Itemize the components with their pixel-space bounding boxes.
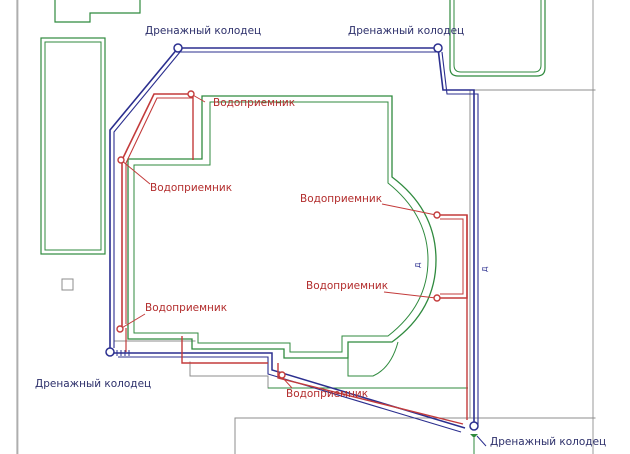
water-inlet-top <box>187 90 195 98</box>
inlets <box>116 90 441 379</box>
well-label-bottom-left: Дренажный колодец <box>35 378 151 390</box>
inlet-pipe-left <box>121 93 193 328</box>
leader-inlet-right-upper <box>381 203 437 216</box>
house-outline-outer <box>127 95 437 359</box>
leader-inlet-lower-left <box>119 313 146 330</box>
well-label-top-left: Дренажный колодец <box>145 25 261 37</box>
drain-main-right-inner <box>441 51 479 426</box>
inlet-pipe-lower-right <box>277 363 464 425</box>
top-right-bed-inner <box>453 0 542 73</box>
water-inlet-right-upper <box>433 211 441 219</box>
wells <box>105 43 487 454</box>
inlet-label-right-lower: Водоприемник <box>306 280 388 292</box>
inlet-pipe-left-inner <box>125 97 193 324</box>
house-outline <box>127 95 468 389</box>
drain-main-left-inner <box>113 51 181 348</box>
inlet-pipe-lower-left <box>181 336 268 364</box>
water-inlet-right-lower <box>433 294 441 302</box>
label-leaders <box>119 93 437 389</box>
property-boundaries <box>16 0 596 454</box>
left-bed-outer <box>40 37 106 255</box>
lower-porch-arc <box>347 341 399 377</box>
water-inlet-bottom <box>278 371 286 379</box>
marker-left: Д <box>414 262 422 268</box>
inlet-label-left: Водоприемник <box>150 182 232 194</box>
inlet-label-right-upper: Водоприемник <box>300 193 382 205</box>
lower-gray-step <box>189 361 269 377</box>
drain-well-top-left <box>173 43 183 53</box>
water-inlet-lower-left <box>116 325 124 333</box>
labels: Дренажный колодец Дренажный колодец Дрен… <box>35 25 606 448</box>
drain-main-right <box>437 47 475 423</box>
inlet-pipe-right-loop-inner <box>440 218 464 295</box>
leader-inlet-right-lower <box>383 291 437 299</box>
top-right-bed-outer <box>449 0 546 77</box>
well-leader <box>476 435 487 447</box>
bottom-gray-line <box>234 417 471 454</box>
well-tap-symbol <box>470 434 478 438</box>
drain-well-top-right <box>433 43 443 53</box>
drain-well-bottom-right <box>469 421 479 431</box>
well-label-top-right: Дренажный колодец <box>348 25 464 37</box>
drain-main-left <box>109 47 179 352</box>
well-label-bottom-right: Дренажный колодец <box>490 436 606 448</box>
drain-main-bottom <box>114 352 466 429</box>
top-left-plot-outline <box>54 0 141 23</box>
inlet-label-bottom: Водоприемник <box>286 388 368 400</box>
marker-right: Д <box>481 266 489 272</box>
water-inlet-left <box>117 156 125 164</box>
house-outline-inner <box>133 101 429 353</box>
small-square-symbol <box>61 278 74 291</box>
drain-well-bottom-left <box>105 347 115 357</box>
drainage-network <box>109 47 479 433</box>
leader-inlet-left <box>120 159 151 185</box>
inlet-label-top: Водоприемник <box>213 97 295 109</box>
leader-inlet-bottom <box>281 376 293 389</box>
drain-main-bottom-inner <box>118 356 462 433</box>
inlet-label-lower-left: Водоприемник <box>145 302 227 314</box>
left-bed-inner <box>44 41 102 251</box>
